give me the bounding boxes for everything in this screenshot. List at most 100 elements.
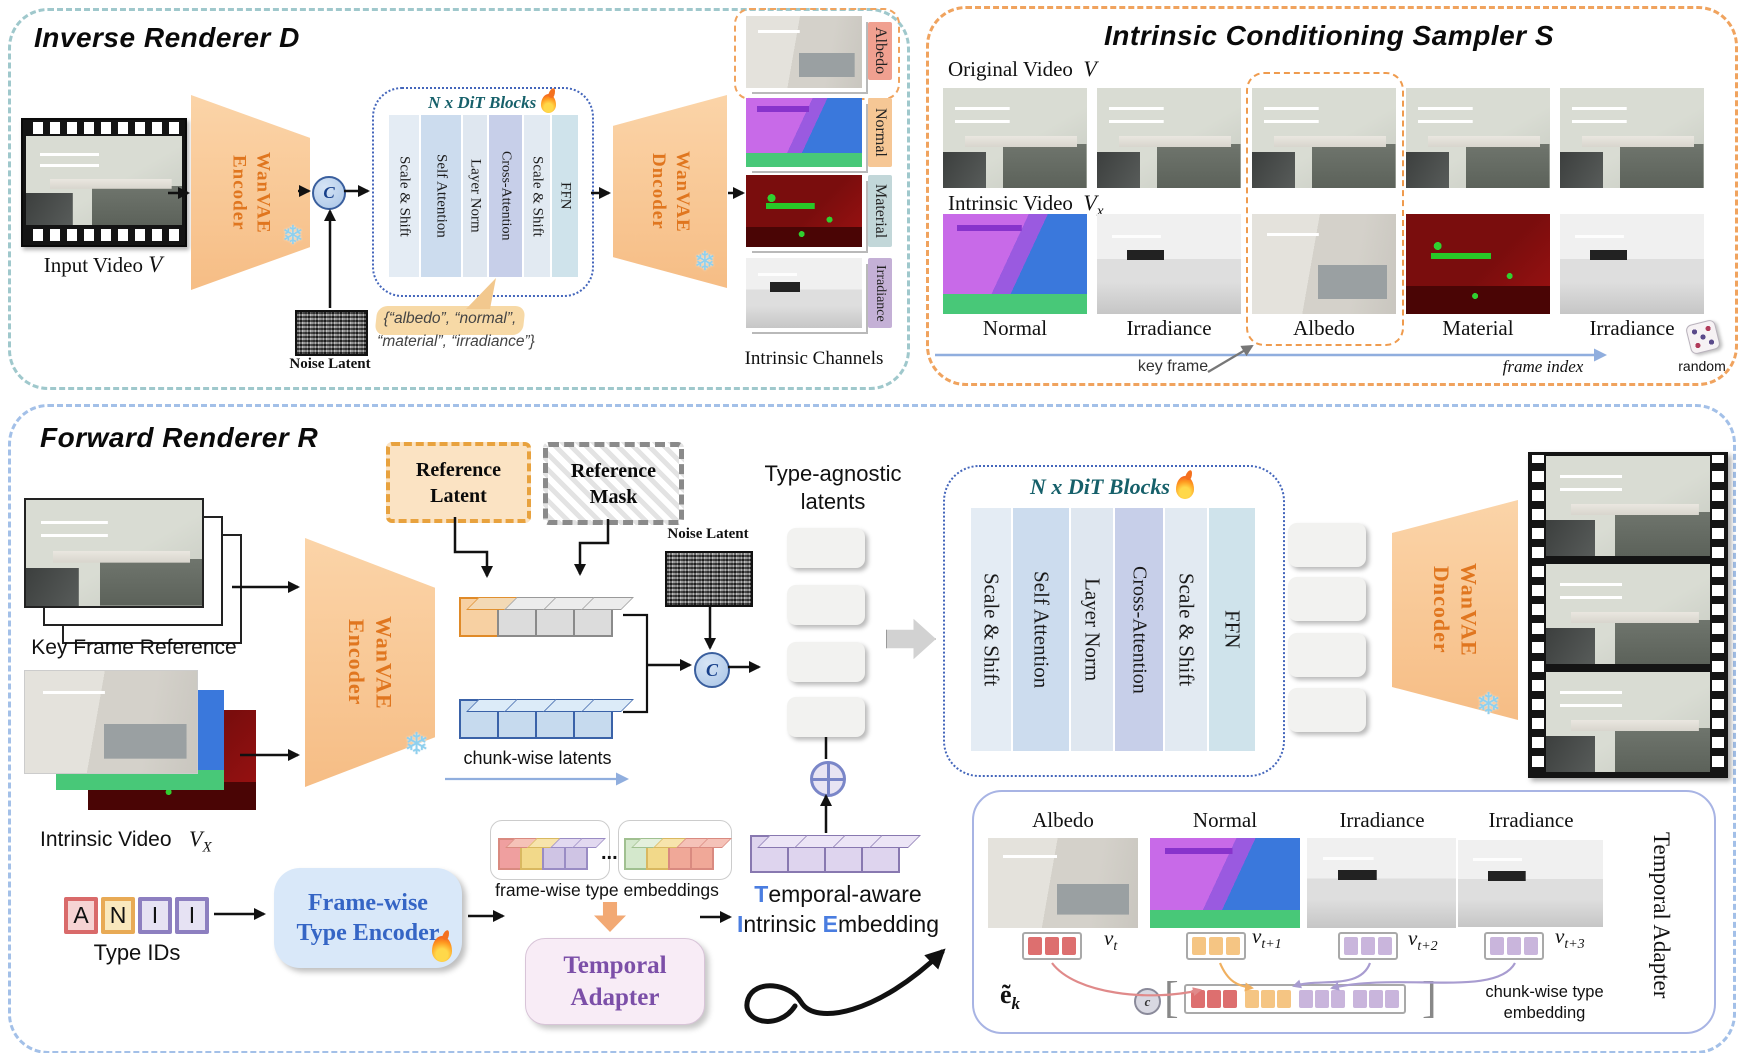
channel-image-normal — [746, 98, 862, 167]
frame-label: Irradiance — [1126, 316, 1212, 340]
concat-node-forward: C — [694, 652, 730, 688]
bracket-open: [ — [1164, 973, 1179, 1022]
output-latent-slab — [1288, 688, 1366, 732]
intrinsic-stack-albedo — [24, 670, 198, 774]
forward-renderer-title: Forward Renderer R — [40, 422, 319, 453]
embedding-cubes-1 — [498, 838, 606, 870]
type-token-red — [1022, 932, 1082, 960]
intrinsic-video-var: Vx — [1083, 190, 1104, 220]
video-frame — [1252, 88, 1396, 188]
dit-columns-inverse: Scale & Shift Self Attention Layer Norm … — [389, 115, 578, 277]
output-frame — [1546, 564, 1710, 664]
output-frame — [1546, 672, 1710, 772]
video-frame — [943, 88, 1087, 188]
intrinsic-frame-normal — [943, 214, 1087, 314]
dit-title-forward: N x DiT Blocks — [963, 474, 1261, 500]
input-video-var: V — [148, 252, 163, 277]
channel-tag-albedo: Albedo — [868, 22, 892, 80]
snowflake-icon: ❄ — [1476, 688, 1502, 721]
dit-col: Scale & Shift — [524, 115, 550, 277]
adapter-col-label: Irradiance — [1488, 808, 1574, 832]
wanvae-decoder-forward: WanVAE Dncoder — [1392, 500, 1518, 720]
snowflake-icon: ❄ — [694, 246, 716, 276]
channel-image-albedo — [746, 16, 862, 88]
noise-latent-label: Noise Latent — [289, 356, 371, 372]
frame-label: Albedo — [1293, 316, 1355, 340]
adapter-image-irradiance — [1458, 840, 1603, 927]
type-id-I: I — [175, 897, 209, 934]
bracket-close: ] — [1422, 973, 1437, 1022]
reference-latent-box: Reference Latent — [386, 442, 531, 523]
channel-image-material — [746, 175, 862, 247]
noise-latent-label-forward: Noise Latent — [667, 526, 749, 542]
input-video-filmstrip — [21, 118, 187, 247]
dit-col: Self Attention — [421, 115, 461, 277]
chunk-latents-gray — [459, 597, 634, 637]
intrinsic-video-label: Intrinsic Video Vx — [948, 190, 1104, 220]
adapter-col-label: Albedo — [1032, 808, 1094, 832]
token-label: vt+3 — [1555, 924, 1585, 953]
channel-tag-material: Material — [868, 175, 892, 247]
chunk-wise-latents-label: chunk-wise latents — [463, 748, 612, 768]
original-video-label: Original Video V — [948, 56, 1097, 81]
output-latent-slab — [1288, 633, 1366, 677]
intrinsic-video-label-forward: Intrinsic Video VX — [40, 826, 212, 856]
ek-symbol: ẽk — [1000, 980, 1021, 1014]
film-sprockets — [1712, 455, 1724, 775]
film-sprockets — [1532, 455, 1544, 775]
intrinsic-video-var: VX — [189, 826, 212, 856]
latent-slab — [787, 642, 865, 682]
output-video-filmstrip — [1528, 452, 1728, 778]
snowflake-icon: ❄ — [404, 728, 430, 761]
frame-wise-embeddings-label: frame-wise type embeddings — [495, 880, 719, 900]
dit-col: FFN — [1209, 508, 1255, 751]
random-label: random — [1678, 358, 1726, 374]
type-token-lavender — [1338, 932, 1398, 960]
embedding-cubes-2 — [624, 838, 732, 870]
frame-label: Irradiance — [1589, 316, 1675, 340]
reference-mask-box: Reference Mask — [543, 442, 684, 525]
latent-slab — [787, 528, 865, 568]
noise-latent-image-forward — [665, 551, 753, 607]
temporal-adapter-box: Temporal Adapter — [525, 938, 705, 1025]
temporal-intrinsic-embedding-cubes — [750, 835, 921, 873]
output-latent-slab — [1288, 523, 1366, 567]
latent-slab — [787, 697, 865, 737]
video-frame — [1097, 88, 1241, 188]
frame-wise-type-encoder: Frame-wise Type Encoder — [274, 868, 462, 968]
intrinsic-frame-albedo — [1252, 214, 1396, 314]
input-video-frame — [26, 136, 182, 225]
key-frame-reference-label: Key Frame Reference — [31, 636, 237, 659]
output-latent-slab — [1288, 577, 1366, 621]
concat-node-small: c — [1134, 988, 1161, 1015]
fire-icon — [432, 936, 452, 962]
temporal-adapter-side-label: Temporal Adapter — [1649, 831, 1674, 999]
chunk-type-embedding-sequence — [1184, 984, 1406, 1014]
fire-icon — [1176, 475, 1195, 499]
sampler-panel — [926, 6, 1738, 386]
film-sprockets — [26, 122, 182, 134]
dit-col: Cross-Attention — [1115, 508, 1163, 751]
adapter-image-albedo — [988, 838, 1138, 928]
dit-col: Scale & Shift — [389, 115, 419, 277]
dit-col: Scale & Shift — [1165, 508, 1207, 751]
type-token-lavender — [1484, 932, 1544, 960]
intrinsic-channels-caption: Intrinsic Channels — [744, 348, 884, 369]
wanvae-decoder: WanVAE Dncoder — [613, 95, 727, 288]
dit-col: Self Attention — [1013, 508, 1069, 751]
film-sprockets — [26, 229, 182, 241]
type-id-I: I — [138, 897, 172, 934]
key-frame-reference-image — [24, 498, 204, 608]
video-frame — [1406, 88, 1550, 188]
dit-col: Scale & Shift — [971, 508, 1011, 751]
adapter-col-label: Irradiance — [1339, 808, 1425, 832]
type-id-A: A — [64, 897, 98, 934]
token-label: vt+2 — [1408, 926, 1438, 955]
noise-latent-image — [295, 310, 368, 356]
frame-index-label: frame index — [1502, 357, 1584, 376]
dit-col: Cross-Attention — [489, 115, 522, 277]
inverse-renderer-title: Inverse Renderer D — [34, 22, 300, 53]
adapter-image-irradiance — [1307, 838, 1456, 928]
adapter-col-label: Normal — [1192, 808, 1258, 832]
